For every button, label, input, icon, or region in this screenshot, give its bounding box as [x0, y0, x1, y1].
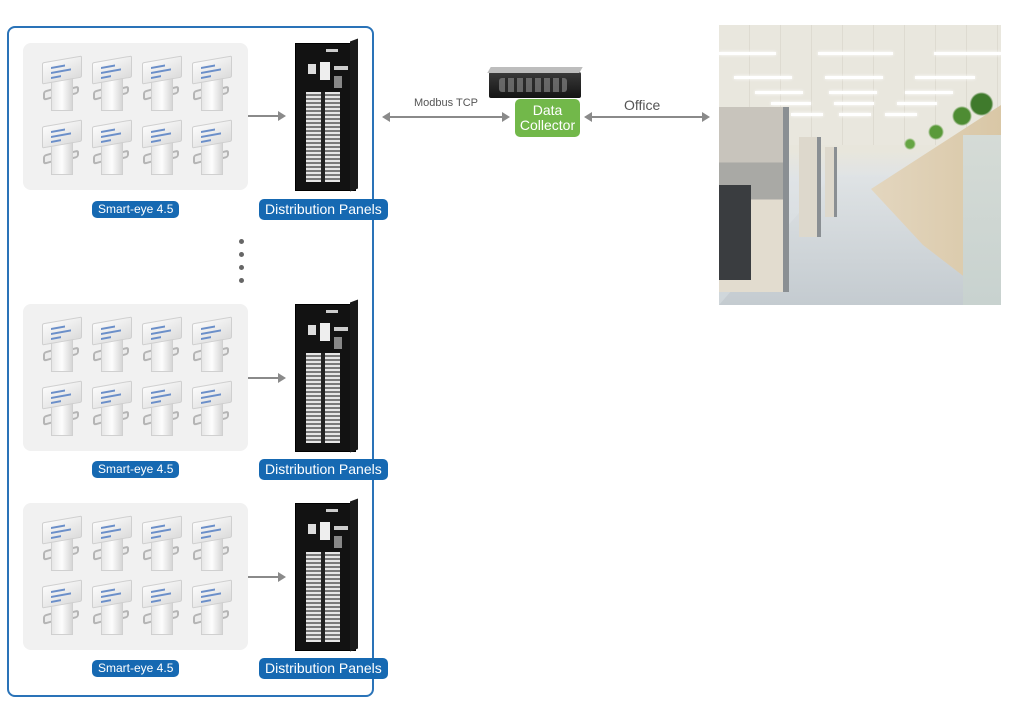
smart-eye-sensor-icon — [39, 119, 85, 179]
smart-eye-label-2: Smart-eye 4.5 — [92, 461, 180, 478]
modbus-tcp-label: Modbus TCP — [414, 97, 478, 109]
data-collector-line1: Data — [532, 102, 563, 118]
smart-eye-sensor-icon — [139, 380, 185, 440]
ellipsis-dot — [239, 239, 244, 244]
smart-eye-sensor-icon — [189, 579, 235, 639]
ellipsis-dot — [239, 265, 244, 270]
smart-eye-sensor-icon — [89, 55, 135, 115]
smart-eye-device-group-1 — [23, 43, 248, 190]
smart-eye-sensor-icon — [189, 316, 235, 376]
server-icon — [489, 72, 581, 98]
smart-eye-sensor-icon — [139, 55, 185, 115]
arrow-device-to-panel-1 — [248, 111, 286, 121]
office-photo — [719, 25, 1001, 305]
modbus-tcp-arrow — [382, 112, 510, 122]
smart-eye-sensor-icon — [89, 119, 135, 179]
ellipsis-dot — [239, 252, 244, 257]
data-collector-badge: Data Collector — [515, 99, 580, 137]
ellipsis-dot — [239, 278, 244, 283]
distribution-panel-image-3 — [295, 503, 356, 651]
smart-eye-sensor-icon — [189, 55, 235, 115]
smart-eye-sensor-icon — [39, 316, 85, 376]
site-group-frame — [7, 26, 374, 697]
smart-eye-sensor-icon — [189, 515, 235, 575]
arrow-device-to-panel-3 — [248, 572, 286, 582]
smart-eye-device-group-3 — [23, 503, 248, 650]
smart-eye-sensor-icon — [89, 316, 135, 376]
distribution-panels-label-3: Distribution Panels — [259, 658, 388, 679]
smart-eye-sensor-icon — [189, 380, 235, 440]
smart-eye-sensor-icon — [39, 380, 85, 440]
smart-eye-label-1: Smart-eye 4.5 — [92, 201, 180, 218]
distribution-panel-image-2 — [295, 304, 356, 452]
smart-eye-sensor-icon — [139, 119, 185, 179]
arrow-device-to-panel-2 — [248, 373, 286, 383]
distribution-panels-label-2: Distribution Panels — [259, 459, 388, 480]
office-arrow — [584, 112, 710, 122]
smart-eye-sensor-icon — [39, 515, 85, 575]
smart-eye-sensor-icon — [39, 55, 85, 115]
smart-eye-sensor-icon — [139, 579, 185, 639]
smart-eye-sensor-icon — [89, 579, 135, 639]
smart-eye-label-3: Smart-eye 4.5 — [92, 660, 180, 677]
smart-eye-device-group-2 — [23, 304, 248, 451]
smart-eye-sensor-icon — [39, 579, 85, 639]
smart-eye-sensor-icon — [139, 515, 185, 575]
smart-eye-sensor-icon — [189, 119, 235, 179]
office-label: Office — [624, 97, 661, 113]
data-collector-line2: Collector — [519, 117, 576, 133]
smart-eye-sensor-icon — [139, 316, 185, 376]
distribution-panel-image-1 — [295, 43, 356, 191]
smart-eye-sensor-icon — [89, 515, 135, 575]
smart-eye-sensor-icon — [89, 380, 135, 440]
distribution-panels-label-1: Distribution Panels — [259, 199, 388, 220]
